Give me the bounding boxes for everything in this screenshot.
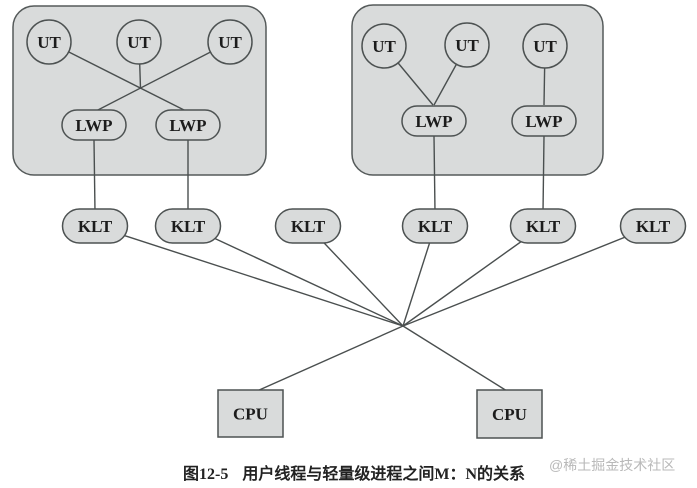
node-klt-1: KLT <box>61 208 129 244</box>
edge-klt2-hub <box>187 225 404 327</box>
figure-caption-title: 用户线程与轻量级进程之间M：N的关系 <box>242 466 526 483</box>
node-klt-3: KLT <box>274 208 342 244</box>
mn-thread-model-diagram: UT UT UT UT UT UT LWP LWP <box>12 4 687 439</box>
watermark-text: @稀土掘金技术社区 <box>549 457 676 473</box>
edge-hub-cpu1 <box>256 325 404 392</box>
cpu-label: CPU <box>492 405 527 424</box>
edge-hub-cpu2 <box>402 325 508 392</box>
node-lwp-4: LWP <box>511 105 577 137</box>
edge-ut3-lwp1 <box>93 41 231 113</box>
node-lwp-3: LWP <box>401 105 467 137</box>
lwp-label: LWP <box>169 116 206 135</box>
node-klt-5: KLT <box>509 208 577 244</box>
edge-ut1-lwp2 <box>48 41 189 113</box>
ut-label: UT <box>372 37 396 56</box>
klt-label: KLT <box>636 217 671 236</box>
edge-lwp1-klt1 <box>93 139 96 213</box>
klt-label: KLT <box>78 217 113 236</box>
edge-klt1-hub <box>94 225 404 327</box>
node-lwp-1: LWP <box>61 109 127 141</box>
node-lwp-2: LWP <box>155 109 221 141</box>
node-cpu-1: CPU <box>217 389 284 438</box>
node-klt-2: KLT <box>154 208 222 244</box>
node-ut-1: UT <box>26 19 72 65</box>
lwp-label: LWP <box>525 112 562 131</box>
klt-label: KLT <box>526 217 561 236</box>
node-ut-4: UT <box>361 23 407 69</box>
node-ut-6: UT <box>522 23 568 69</box>
klt-label: KLT <box>171 217 206 236</box>
figure-caption: 图12-5 用户线程与轻量级进程之间M：N的关系 <box>183 460 525 484</box>
edge-klt5-hub <box>402 225 544 327</box>
edge-lwp4-klt5 <box>542 135 545 213</box>
klt-label: KLT <box>418 217 453 236</box>
ut-label: UT <box>533 37 557 56</box>
ut-label: UT <box>218 33 242 52</box>
figure-caption-label: 图12-5 <box>183 466 229 483</box>
klt-label: KLT <box>291 217 326 236</box>
node-klt-6: KLT <box>619 208 687 244</box>
lwp-label: LWP <box>415 112 452 131</box>
lwp-label: LWP <box>75 116 112 135</box>
ut-label: UT <box>37 33 61 52</box>
edge-lwp3-klt4 <box>433 135 436 213</box>
cpu-label: CPU <box>233 404 268 423</box>
ut-label: UT <box>455 36 479 55</box>
node-ut-3: UT <box>207 19 253 65</box>
node-ut-2: UT <box>116 19 162 65</box>
node-ut-5: UT <box>444 22 490 68</box>
ut-label: UT <box>127 33 151 52</box>
edge-klt6-hub <box>402 225 654 327</box>
node-cpu-2: CPU <box>476 389 543 439</box>
node-klt-4: KLT <box>401 208 469 244</box>
